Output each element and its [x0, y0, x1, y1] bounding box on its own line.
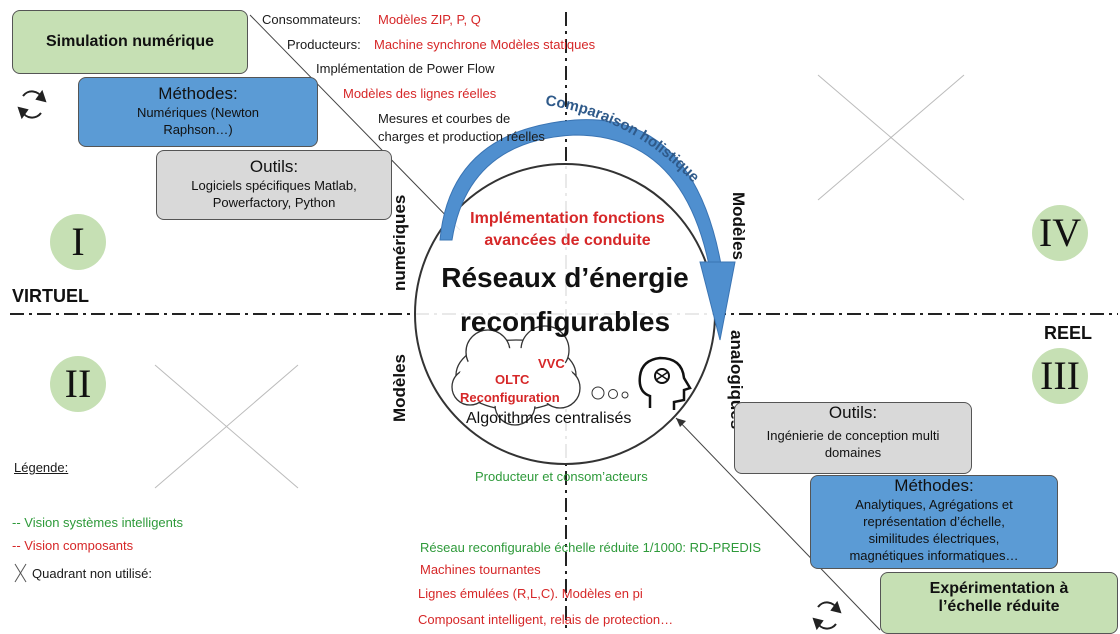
legend-title: Légende: [14, 460, 69, 475]
thought-cloud-fill [459, 348, 573, 408]
refresh-icon [17, 89, 47, 120]
connector-line-bottom [675, 417, 881, 631]
advanced-functions-line-2: avancées de conduite [484, 232, 651, 249]
virtual-label: VIRTUEL [12, 286, 90, 306]
legend-components: -- Vision composants [12, 538, 134, 553]
methods-box-top: Méthodes: Numériques (Newton Raphson…) [78, 77, 318, 147]
thought-bubble-2 [608, 389, 618, 399]
brain-head-icon [638, 356, 692, 410]
producers-value: Machine synchrone Modèles statiques [374, 37, 596, 52]
thought-bubble-3 [621, 391, 629, 399]
tools-title: Outils: [249, 157, 299, 176]
methods-box-bottom: Méthodes: Analytiques, Agrégations et re… [810, 475, 1058, 569]
simulation-title: Simulation numérique [45, 33, 214, 50]
methods-title: Méthodes: [158, 84, 238, 103]
legend-unused-quadrant: Quadrant non utilisé: [32, 566, 152, 581]
cloud-reconfiguration: Reconfiguration [460, 390, 560, 405]
measures-line-2: charges et production réelles [378, 129, 545, 144]
cloud-oltc: OLTC [495, 372, 530, 387]
tools-title-bottom: Outils: [828, 403, 878, 422]
legend-cross-icon [14, 563, 27, 583]
center-title-line-2: reconfigurables [459, 306, 671, 337]
consumers-label: Consommateurs: [262, 12, 361, 27]
tools-body-bottom-2: domaines [824, 445, 882, 460]
methods-body-1: Numériques (Newton [136, 105, 260, 120]
methods-title-bottom: Méthodes: [894, 476, 974, 495]
thought-bubble-1 [591, 386, 605, 400]
unused-quadrant-iv-cross [817, 74, 965, 201]
experimentation-line-2: l’échelle réduite [938, 598, 1060, 615]
quadrant-ii-badge: II [50, 356, 106, 412]
quadrant-i-badge: I [50, 214, 106, 270]
powerflow-text: Implémentation de Power Flow [316, 61, 495, 76]
numerical-models-label-1: Modèles [390, 353, 409, 422]
tools-body-2: Powerfactory, Python [212, 195, 336, 210]
prosumers-text: Producteur et consom’acteurs [475, 469, 648, 484]
tools-box-top: Outils: Logiciels spécifiques Matlab, Po… [156, 150, 392, 220]
quadrant-iv-badge: IV [1032, 205, 1088, 261]
rotating-machines-text: Machines tournantes [420, 562, 541, 577]
emulated-lines-text: Lignes émulées (R,L,C). Modèles en pi [418, 586, 643, 601]
methods-body-bottom-4: magnétiques informatiques… [849, 548, 1019, 563]
experimentation-line-1: Expérimentation à [929, 580, 1069, 597]
connector-line-top [249, 14, 461, 231]
centralized-algorithms: Algorithmes centralisés [466, 410, 632, 427]
comparison-arrowhead [699, 261, 736, 341]
unused-quadrant-ii-cross [154, 364, 299, 489]
experimentation-box: Expérimentation à l’échelle réduite [880, 572, 1118, 634]
consumers-value: Modèles ZIP, P, Q [378, 12, 481, 27]
refresh-icon-bottom [812, 600, 842, 631]
center-title-line-1: Réseaux d’énergie [441, 262, 689, 293]
measures-line-1: Mesures et courbes de [378, 111, 511, 126]
producers-label: Producteurs: [287, 37, 361, 52]
tools-box-bottom: Outils: Ingénierie de conception multi d… [734, 402, 972, 474]
tools-body-bottom-1: Ingénierie de conception multi [766, 428, 940, 443]
smart-component-text: Composant intelligent, relais de protect… [418, 612, 674, 627]
rdpredis-text: Réseau reconfigurable échelle réduite 1/… [420, 540, 762, 555]
real-lines-text: Modèles des lignes réelles [343, 86, 497, 101]
tools-body-1: Logiciels spécifiques Matlab, [191, 178, 357, 193]
legend-smart-systems: -- Vision systèmes intelligents [12, 515, 183, 530]
quadrant-iii-badge: III [1032, 348, 1088, 404]
cloud-vvc: VVC [538, 356, 565, 371]
real-label: REEL [1044, 323, 1093, 343]
methods-body-bottom-2: représentation d’échelle, [863, 514, 1005, 529]
simulation-box: Simulation numérique [12, 10, 248, 74]
methods-body-bottom-3: similitudes électriques, [868, 531, 1000, 546]
methods-body-bottom-1: Analytiques, Agrégations et [855, 497, 1013, 512]
methods-body-2: Raphson…) [163, 122, 233, 137]
advanced-functions-line-1: Implémentation fonctions [470, 210, 665, 227]
analog-models-label-1: Modèles [729, 192, 748, 261]
numerical-models-label-2: numériques [390, 194, 409, 291]
connector-arrowhead [676, 418, 686, 427]
